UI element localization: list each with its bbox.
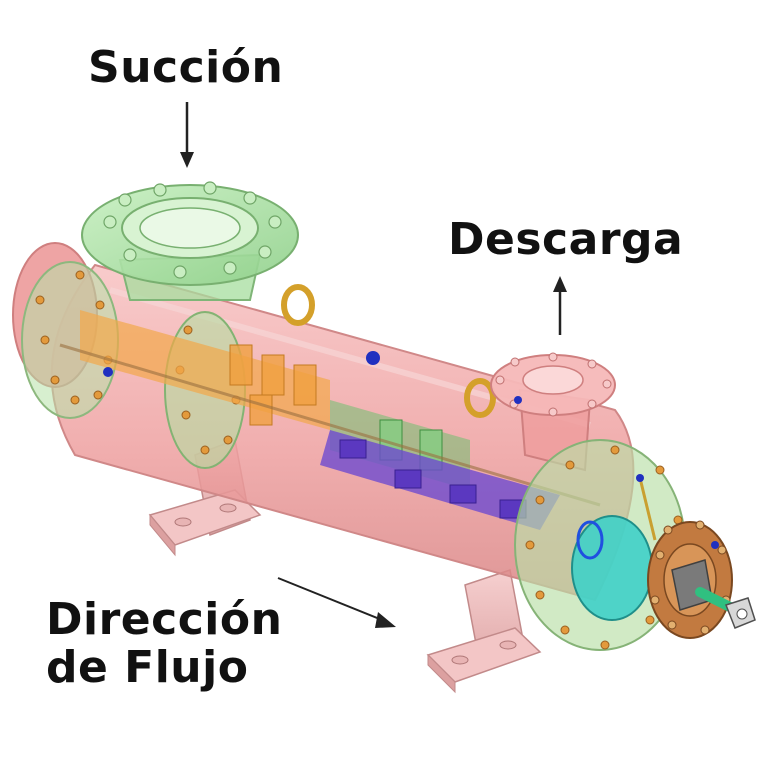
- arrow-down-icon: [180, 102, 194, 168]
- flow-direction-label-line1: Dirección: [46, 594, 283, 645]
- flow-arrow-icon: [277, 577, 396, 628]
- impeller-stages: [59, 310, 601, 530]
- support-foot-right: [426, 569, 542, 694]
- lifting-eye-2: [464, 378, 496, 418]
- arrow-up-icon: [553, 276, 567, 335]
- shaft-coupling: [636, 474, 756, 639]
- bearing-housing: [571, 515, 653, 621]
- flow-direction-label: Dirección de Flujo: [46, 596, 282, 691]
- stage-group-orange: [80, 310, 330, 430]
- discharge-label: Descarga: [448, 214, 684, 265]
- lifting-eye-1: [281, 284, 315, 326]
- suction-nozzle: [81, 181, 299, 301]
- suction-label: Succión: [88, 42, 284, 93]
- flow-direction-label-line2: de Flujo: [46, 641, 249, 693]
